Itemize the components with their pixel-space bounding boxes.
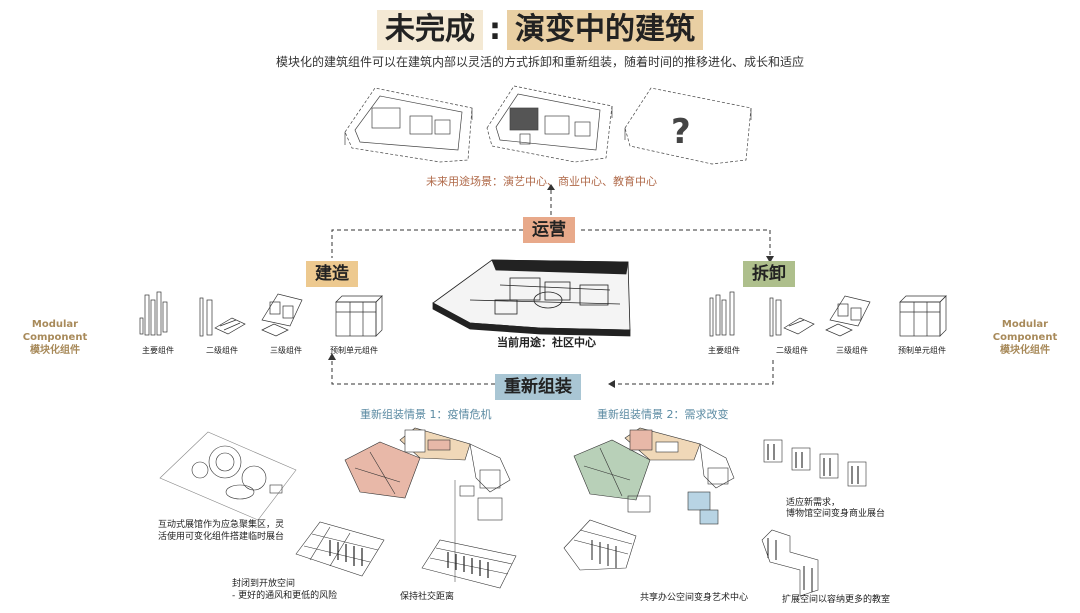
subtitle: 模块化的建筑组件可以在建筑内部以灵活的方式拆卸和重新组装，随着时间的推移进化、成… — [0, 53, 1080, 70]
modular-en-line1: Modular — [20, 318, 90, 331]
current-use-caption: 当前用途：社区中心 — [497, 334, 596, 350]
component-right-prefab: 预制单元组件 — [898, 345, 946, 356]
component-left-primary: 主要组件 — [142, 345, 174, 356]
scenario2-note1-line2: 博物馆空间变身商业展台 — [786, 509, 885, 520]
stage-build: 建造 — [306, 261, 358, 287]
component-right-tertiary: 三级组件 — [836, 345, 868, 356]
scenario1-note2-line2: - 更好的通风和更低的风险 — [232, 590, 337, 602]
stage-reassemble: 重新组装 — [495, 374, 581, 400]
modular-en-line2: Component — [990, 331, 1060, 344]
title-right: 演变中的建筑 — [507, 10, 703, 50]
question-mark: ? — [671, 112, 691, 152]
scenario2-note2: 共享办公空间变身艺术中心 — [640, 590, 748, 603]
scenario1-title: 重新组装情景 1：疫情危机 — [360, 406, 492, 422]
component-right-secondary: 二级组件 — [776, 345, 808, 356]
stage-disassemble: 拆卸 — [743, 261, 795, 287]
component-left-secondary: 二级组件 — [206, 345, 238, 356]
scenario1-note3: 保持社交距离 — [400, 589, 454, 602]
future-use-caption: 未来用途场景：演艺中心、商业中心、教育中心 — [426, 173, 657, 189]
component-right-primary: 主要组件 — [708, 345, 740, 356]
modular-en-line1: Modular — [990, 318, 1060, 331]
modular-zh: 模块化组件 — [20, 344, 90, 357]
modular-en-line2: Component — [20, 331, 90, 344]
scenario2-note1-line1: 适应新需求， — [786, 498, 885, 509]
modular-component-left: Modular Component 模块化组件 — [20, 318, 90, 357]
scenario2-title: 重新组装情景 2：需求改变 — [597, 406, 729, 422]
scenario2-note3: 扩展空间以容纳更多的教室 — [782, 592, 890, 605]
component-left-tertiary: 三级组件 — [270, 345, 302, 356]
stage-operate: 运营 — [523, 217, 575, 243]
scenario1-note2-line1: 封闭到开放空间 — [232, 578, 337, 590]
modular-component-right: Modular Component 模块化组件 — [990, 318, 1060, 357]
title-colon: : — [489, 12, 501, 47]
scenario1-note1: 互动式展馆作为应急聚集区，灵活使用可变化组件搭建临时展台 — [158, 519, 290, 543]
modular-zh: 模块化组件 — [990, 344, 1060, 357]
page-title: 未完成:演变中的建筑 — [0, 10, 1080, 50]
component-left-prefab: 预制单元组件 — [330, 345, 378, 356]
title-left: 未完成 — [377, 10, 483, 50]
scenario1-note2: 封闭到开放空间 - 更好的通风和更低的风险 — [232, 578, 337, 602]
scenario2-note1: 适应新需求， 博物馆空间变身商业展台 — [786, 498, 885, 520]
